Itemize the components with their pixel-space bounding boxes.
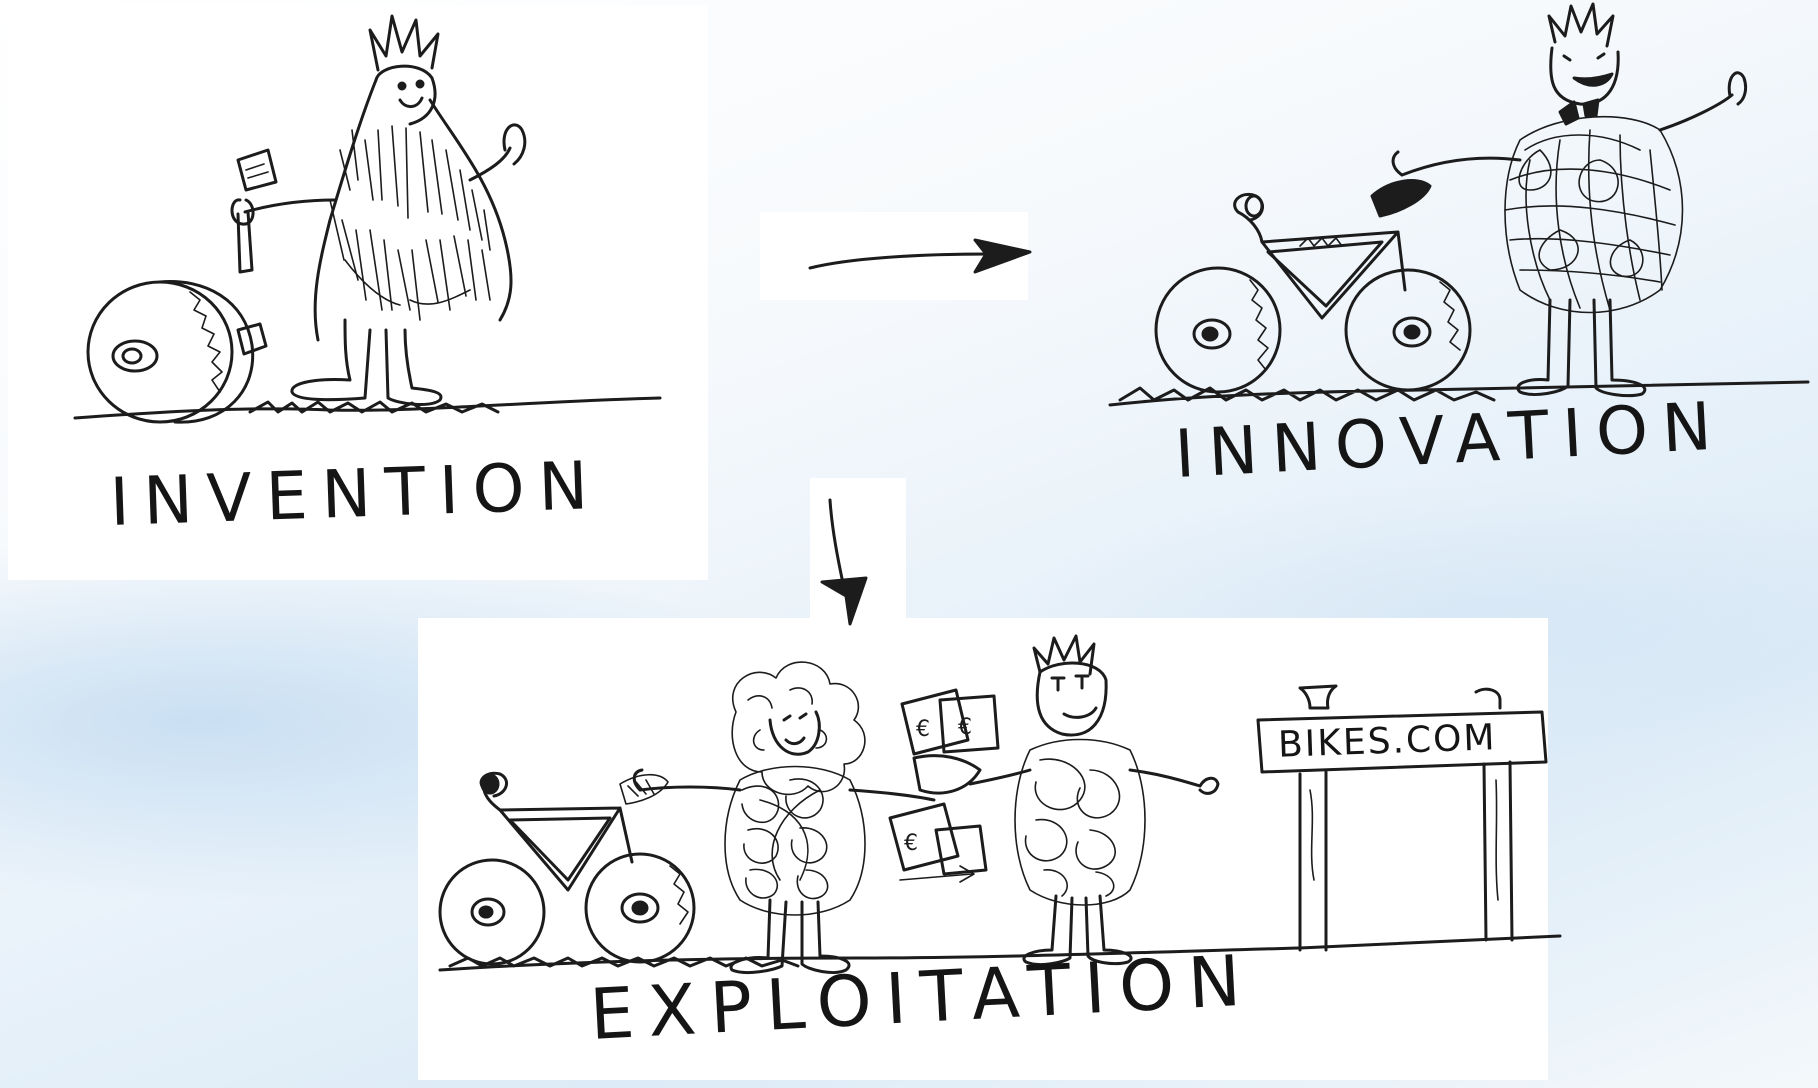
innovator-caveman <box>1391 2 1748 398</box>
svg-text:€: € <box>904 831 918 856</box>
euro-notes-icon: € € € <box>888 688 1000 883</box>
invention-scene <box>73 14 662 424</box>
svg-text:€: € <box>916 717 930 742</box>
invention-label: INVENTION <box>108 446 604 541</box>
stone-bike-sold-icon <box>438 771 696 966</box>
stone-bike-icon <box>1154 179 1472 394</box>
svg-text:€: € <box>958 715 972 740</box>
inventor-caveman <box>230 14 527 406</box>
arrow-right-icon <box>808 238 1032 274</box>
stone-wheel-icon <box>86 280 268 424</box>
exploitation-scene: € € € <box>438 634 1562 974</box>
seller-caveman <box>632 661 936 974</box>
invention-ground <box>73 396 662 420</box>
buyer-caveman <box>968 634 1220 966</box>
bikes-sign-text: BIKES.COM <box>1277 717 1498 766</box>
bikes-sign <box>1256 684 1548 952</box>
innovation-scene <box>1108 2 1810 407</box>
arrow-down-icon <box>820 498 868 626</box>
